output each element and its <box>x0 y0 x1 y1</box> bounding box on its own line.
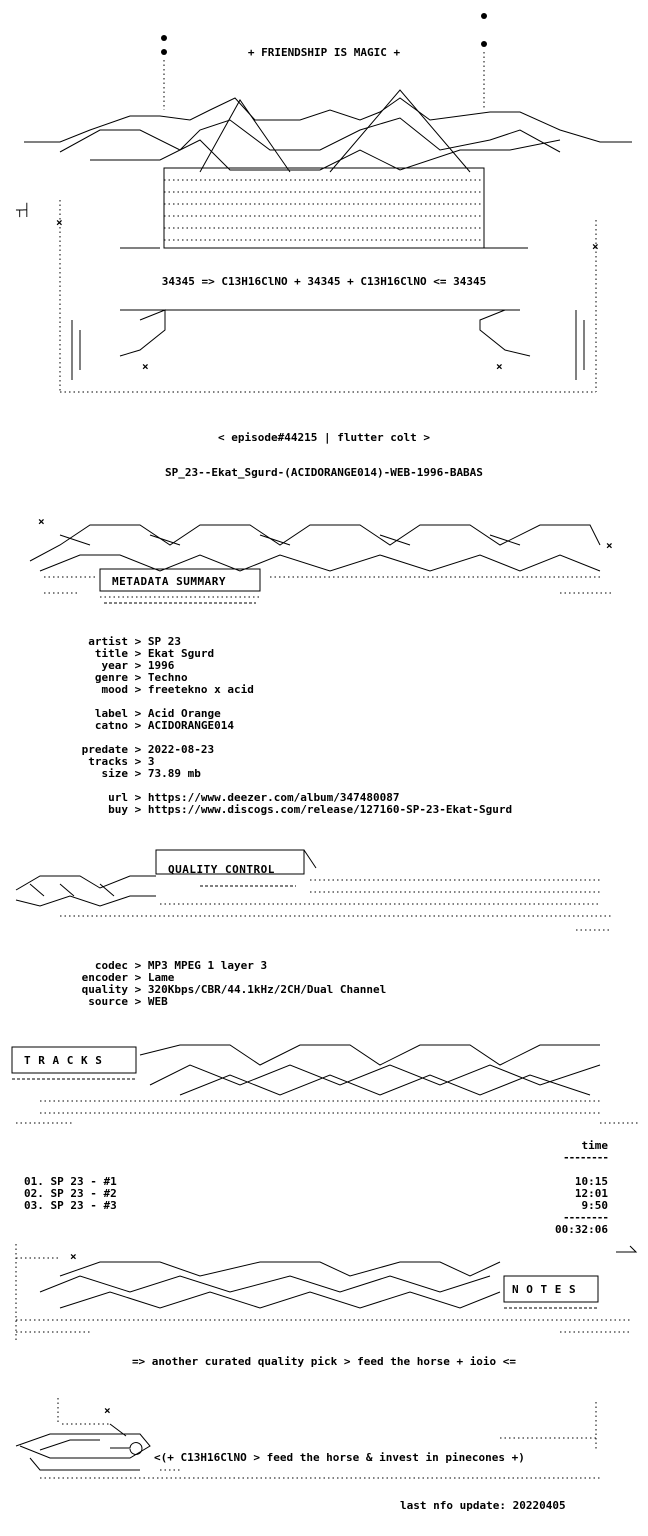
formula-line: 34345 => C13H16ClNO + 34345 + C13H16ClNO… <box>161 275 487 288</box>
tracks-heading: T R A C K S <box>24 1054 103 1067</box>
svg-text:×: × <box>592 240 599 253</box>
time-header-row: time <box>581 1139 609 1152</box>
metadata-banner-art: × × <box>29 515 613 604</box>
time-rule: -------- <box>563 1151 609 1164</box>
header-ascii-art: ┬┤ × × × × <box>15 13 632 393</box>
svg-text:×: × <box>56 216 63 229</box>
metadata-list: artist > SP 23 title > Ekat Sgurd year >… <box>72 636 512 816</box>
metadata-row-buy[interactable]: buy > https://www.discogs.com/release/12… <box>108 803 513 816</box>
quality-list: codec > MP3 MPEG 1 layer 3 encoder > Lam… <box>72 959 387 1008</box>
metadata-row: tracks > 3 <box>88 755 155 768</box>
quality-heading: QUALITY CONTROL <box>168 863 275 876</box>
quality-row: source > WEB <box>88 995 168 1008</box>
notes-line: => another curated quality pick > feed t… <box>131 1355 517 1368</box>
svg-text:×: × <box>104 1404 111 1417</box>
tagline: + FRIENDSHIP IS MAGIC + <box>247 46 401 59</box>
release-name: SP_23--Ekat_Sgurd-(ACIDORANGE014)-WEB-19… <box>165 466 483 479</box>
svg-text:×: × <box>70 1250 77 1263</box>
footer-line: <(+ C13H16ClNO > feed the horse & invest… <box>154 1451 525 1464</box>
metadata-row-url[interactable]: url > https://www.deezer.com/album/34748… <box>108 791 400 804</box>
quality-row: quality > 320Kbps/CBR/44.1kHz/2CH/Dual C… <box>81 983 387 996</box>
metadata-row: size > 73.89 mb <box>101 767 201 780</box>
episode-line: < episode#44215 | flutter colt > <box>218 431 430 444</box>
metadata-row: genre > Techno <box>94 671 188 684</box>
footer-ascii-art: × <box>15 1398 600 1479</box>
metadata-row: predate > 2022-08-23 <box>81 743 215 756</box>
metadata-row: label > Acid Orange <box>94 707 221 720</box>
svg-text:×: × <box>496 360 503 373</box>
metadata-row: catno > ACIDORANGE014 <box>94 719 234 732</box>
svg-text:×: × <box>142 360 149 373</box>
notes-banner-art: × <box>15 1244 638 1340</box>
total-rule: -------- <box>563 1211 609 1224</box>
metadata-row: title > Ekat Sgurd <box>94 647 215 660</box>
svg-text:×: × <box>38 515 45 528</box>
quality-row: codec > MP3 MPEG 1 layer 3 <box>94 959 268 972</box>
svg-text:┬┤: ┬┤ <box>15 202 30 217</box>
last-update: last nfo update: 20220405 <box>400 1499 566 1512</box>
metadata-heading: METADATA SUMMARY <box>112 575 226 588</box>
notes-heading: N O T E S <box>512 1283 577 1296</box>
total-row: 00:32:06 <box>555 1223 608 1236</box>
metadata-row: artist > SP 23 <box>88 635 181 648</box>
metadata-row: mood > freetekno x acid <box>101 683 254 696</box>
quality-row: encoder > Lame <box>81 971 175 984</box>
svg-text:×: × <box>606 539 613 552</box>
metadata-row: year > 1996 <box>101 659 175 672</box>
tracks-banner-art <box>11 1044 640 1124</box>
quality-banner-art <box>15 849 612 931</box>
